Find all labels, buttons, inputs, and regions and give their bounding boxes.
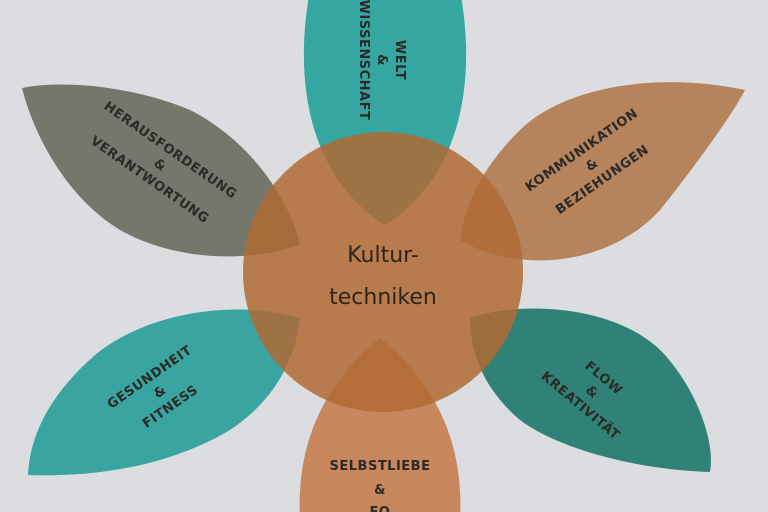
petal-kommunikation — [460, 82, 745, 261]
label-selbstliebe-line1: SELBSTLIEBE — [330, 459, 431, 474]
label-welt-line1: WELT — [392, 40, 407, 80]
petal-gesundheit — [28, 309, 300, 476]
petal-kommunikation-shape — [460, 82, 745, 261]
petal-herausforderung — [22, 84, 300, 257]
center-title-line1: Kultur- — [347, 243, 419, 268]
label-selbstliebe: SELBSTLIEBE & EQ — [330, 459, 431, 512]
center-circle — [243, 132, 523, 412]
label-welt: WELT & WISSENSCHAFT — [356, 0, 407, 120]
label-welt-line2: & — [374, 54, 389, 66]
label-selbstliebe-line2: & — [374, 483, 386, 498]
label-selbstliebe-line3: EQ — [370, 505, 391, 512]
label-welt-line3: WISSENSCHAFT — [356, 0, 371, 120]
petal-gesundheit-shape — [28, 309, 300, 476]
center-title-line2: techniken — [329, 285, 437, 310]
petal-herausforderung-shape — [22, 84, 300, 257]
petal-flow-shape — [470, 308, 711, 472]
petal-flow — [470, 308, 711, 472]
